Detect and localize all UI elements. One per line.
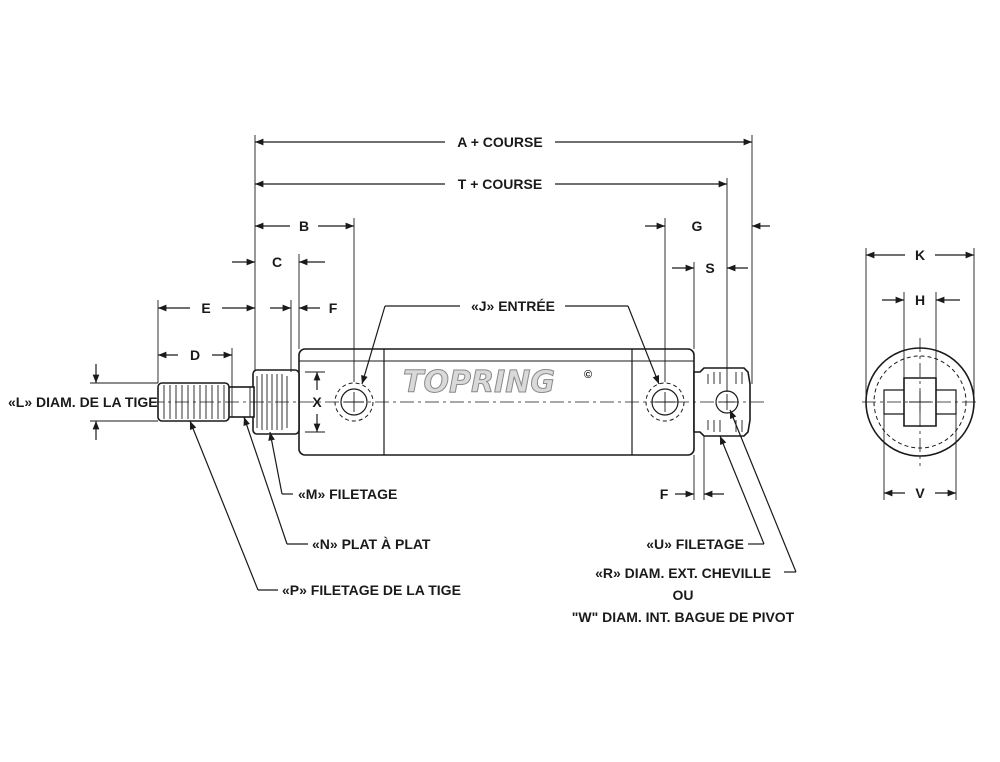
dim-a-course [254, 135, 753, 384]
leader-r [729, 409, 797, 573]
dim-k [865, 248, 975, 395]
label-r-line1: «R» DIAM. EXT. CHEVILLE [595, 565, 771, 581]
dim-d [158, 348, 233, 387]
label-t-course: T + COURSE [458, 176, 542, 192]
label-h: H [915, 292, 925, 308]
label-f-top: F [329, 300, 338, 316]
dim-l [90, 364, 158, 440]
topring-logo: TOPRING [403, 365, 555, 400]
dim-h [882, 292, 960, 378]
leader-u [719, 435, 765, 545]
dim-g [645, 218, 770, 382]
label-d: D [190, 347, 200, 363]
label-x: X [312, 394, 322, 410]
dim-s [672, 262, 748, 349]
leader-j [361, 305, 660, 385]
dim-e [157, 300, 255, 383]
label-u-thread: «U» FILETAGE [646, 536, 744, 552]
label-a-course: A + COURSE [457, 134, 542, 150]
label-l-rod-diam: «L» DIAM. DE LA TIGE [8, 394, 158, 410]
label-c: C [272, 254, 282, 270]
label-s: S [705, 260, 714, 276]
dim-t-course [255, 178, 728, 392]
label-j-inlet: «J» ENTRÉE [471, 298, 555, 314]
dim-b [255, 218, 355, 382]
label-r-line3: "W" DIAM. INT. BAGUE DE PIVOT [572, 609, 795, 625]
leader-p [189, 420, 278, 591]
label-p-rod-thread: «P» FILETAGE DE LA TIGE [282, 582, 461, 598]
leader-m [268, 431, 293, 495]
dim-f-bottom [675, 436, 724, 500]
label-v: V [915, 485, 925, 501]
label-k: K [915, 247, 925, 263]
dim-x [305, 371, 325, 433]
end-view [862, 338, 978, 466]
label-n-flats: «N» PLAT À PLAT [312, 536, 431, 552]
label-g: G [692, 218, 703, 234]
registered-mark: © [584, 369, 592, 381]
dim-f-top [270, 300, 320, 372]
label-f-bottom: F [660, 486, 669, 502]
label-r-line2: OU [673, 587, 694, 603]
dim-c [232, 254, 325, 349]
label-m-thread: «M» FILETAGE [298, 486, 397, 502]
label-b: B [299, 218, 309, 234]
label-e: E [201, 300, 210, 316]
dim-v [883, 414, 957, 500]
leader-n [243, 416, 308, 545]
